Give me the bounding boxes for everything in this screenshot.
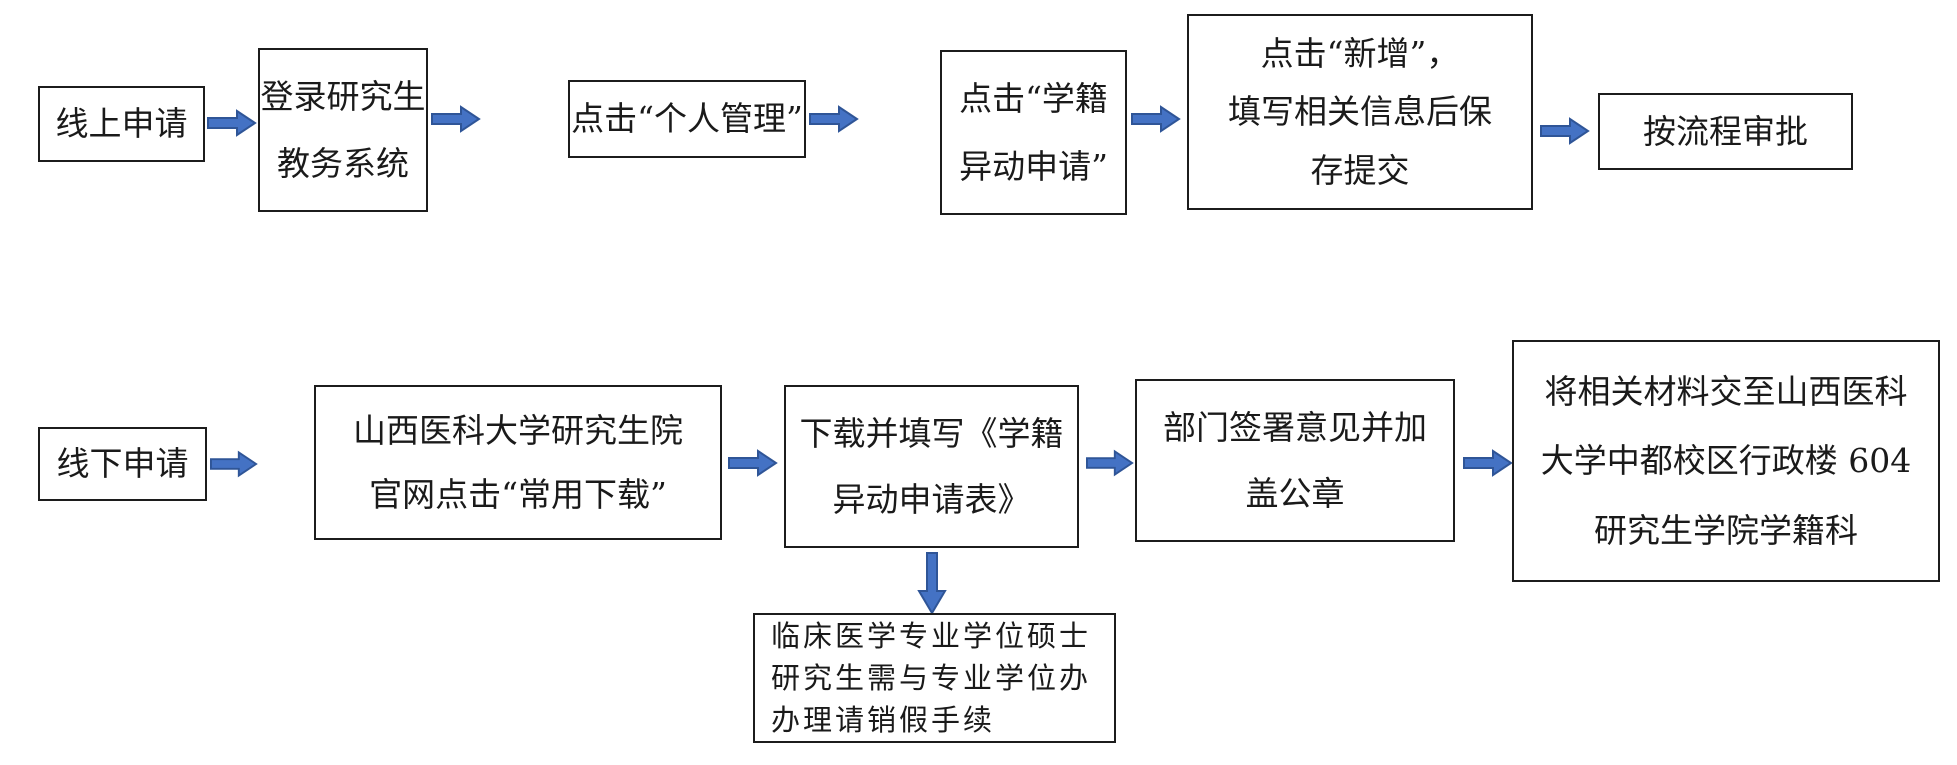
node-login-system: 登录研究生 教务系统 [258, 48, 428, 212]
node-label: 研究生学院学籍科 [1594, 511, 1858, 551]
node-click-add-submit: 点击“新增”， 填写相关信息后保 存提交 [1187, 14, 1533, 210]
node-label: 点击“新增”， [1260, 34, 1460, 74]
node-download-fill-form: 下载并填写《学籍 异动申请表》 [784, 385, 1079, 548]
node-approval-by-process: 按流程审批 [1598, 93, 1853, 170]
node-label: 线下申请 [56, 444, 189, 484]
node-label: 大学中都校区行政楼 604 [1540, 441, 1912, 481]
arrow-right-icon [207, 109, 257, 137]
arrow-down-icon [917, 552, 947, 616]
arrow-right-icon [431, 105, 481, 133]
arrow-right-icon [1463, 449, 1513, 477]
node-label: 下载并填写《学籍 [799, 413, 1064, 453]
node-click-status-change: 点击“学籍 异动申请” [940, 50, 1127, 215]
node-label: 盖公章 [1245, 474, 1345, 514]
node-label: 按流程审批 [1643, 111, 1808, 151]
arrow-right-icon [210, 450, 258, 478]
node-official-site-download: 山西医科大学研究生院 官网点击“常用下载” [314, 385, 722, 540]
node-label: 部门签署意见并加 [1163, 407, 1427, 447]
note-line: 研究生需与专业学位办 [771, 660, 1092, 695]
note-line: 办理请销假手续 [771, 703, 996, 738]
arrow-right-icon [1131, 105, 1181, 133]
node-click-personal-mgmt: 点击“个人管理” [568, 80, 806, 158]
arrow-right-icon [1540, 117, 1590, 145]
arrow-right-icon [809, 105, 859, 133]
node-offline-apply: 线下申请 [38, 427, 207, 501]
node-label: 异动申请” [959, 146, 1108, 186]
note-line: 临床医学专业学位硕士 [771, 618, 1092, 653]
arrow-right-icon [728, 449, 778, 477]
node-label: 将相关材料交至山西医科 [1544, 371, 1908, 411]
node-label: 填写相关信息后保 [1228, 92, 1492, 132]
arrow-right-icon [1086, 449, 1134, 477]
node-clinical-note: 临床医学专业学位硕士 研究生需与专业学位办 办理请销假手续 [753, 613, 1116, 743]
node-label: 线上申请 [55, 104, 188, 144]
node-department-sign-seal: 部门签署意见并加 盖公章 [1135, 379, 1455, 542]
node-label: 点击“个人管理” [571, 99, 803, 139]
node-label: 登录研究生 [260, 76, 426, 116]
node-label: 官网点击“常用下载” [369, 474, 667, 514]
node-label: 山西医科大学研究生院 [353, 410, 683, 450]
node-label: 教务系统 [277, 143, 409, 183]
node-label: 异动申请表》 [832, 480, 1031, 520]
node-label: 存提交 [1310, 150, 1410, 190]
node-submit-materials: 将相关材料交至山西医科 大学中都校区行政楼 604 研究生学院学籍科 [1512, 340, 1940, 582]
node-online-apply: 线上申请 [38, 86, 205, 162]
node-label: 点击“学籍 [959, 79, 1108, 119]
